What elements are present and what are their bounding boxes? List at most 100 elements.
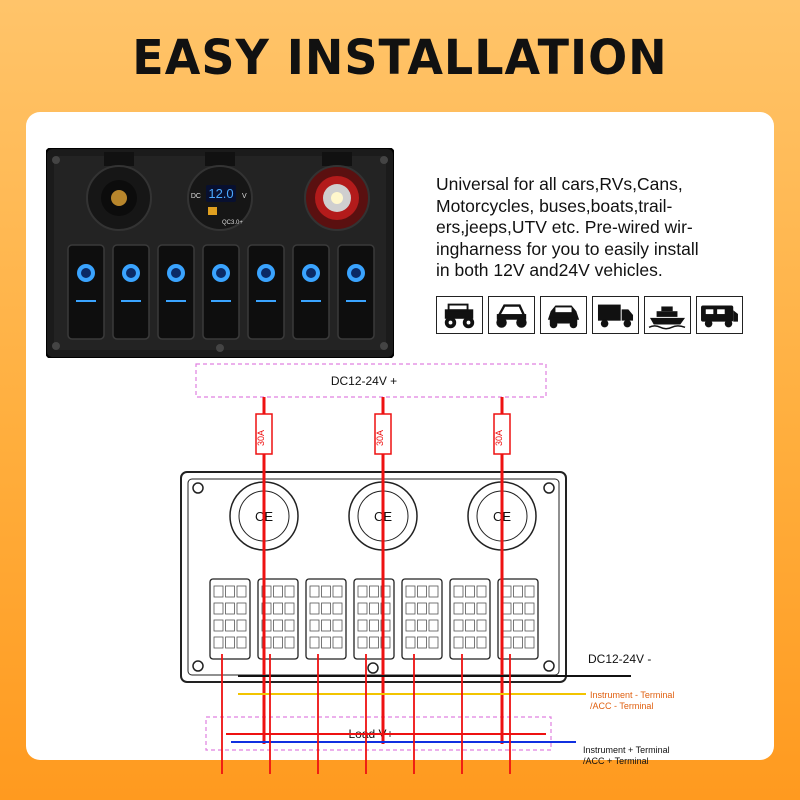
switch-pin: [380, 636, 391, 649]
switch-pin: [213, 585, 224, 598]
switch-pin: [261, 619, 272, 632]
switch-pin: [225, 619, 235, 632]
switch-pin: [332, 602, 343, 615]
switch-pin: [476, 636, 487, 649]
switch-pin: [357, 636, 368, 649]
switch-pin: [428, 619, 439, 632]
switch-module-outline: [497, 578, 539, 660]
switch-label-strip: [301, 300, 321, 302]
switch-indicator-core: [351, 268, 361, 278]
switch-pin: [465, 619, 475, 632]
switch-pin: [321, 585, 331, 598]
outline-screw: [192, 660, 204, 672]
switch-pin: [225, 636, 235, 649]
switch-label-strip: [121, 300, 141, 302]
switch-pin: [273, 585, 283, 598]
switch-pin: [465, 636, 475, 649]
switch-pin: [309, 585, 320, 598]
fuse-label: 30A: [375, 430, 385, 446]
switch-pin: [213, 602, 224, 615]
acc-negative-line2: /ACC - Terminal: [590, 701, 653, 711]
outline-screw: [543, 482, 555, 494]
panel-screw-tl: [52, 156, 60, 164]
boat-icon: [644, 296, 691, 334]
switch-pin: [225, 602, 235, 615]
switch-pin: [476, 585, 487, 598]
switch-indicator-core: [216, 268, 226, 278]
fuse-label: 30A: [256, 430, 266, 446]
switch-pin: [236, 619, 247, 632]
outline-screw: [192, 482, 204, 494]
switch-pin: [380, 602, 391, 615]
switch-pin: [428, 636, 439, 649]
switch-pin: [417, 636, 427, 649]
switch-pin: [332, 619, 343, 632]
switch-pin: [476, 602, 487, 615]
switch-pin: [225, 585, 235, 598]
switch-pin: [261, 585, 272, 598]
switch-pin: [513, 585, 523, 598]
switch-label-strip: [76, 300, 96, 302]
switch-pin: [357, 619, 368, 632]
switch-pin: [380, 585, 391, 598]
description-line: ingharness for you to easily install: [436, 238, 699, 259]
switch-pin: [369, 636, 379, 649]
outline-screw: [543, 660, 555, 672]
switch-pin: [380, 619, 391, 632]
switch-pin: [309, 619, 320, 632]
acc-negative-line1: Instrument - Terminal: [590, 690, 674, 700]
fuse: [493, 413, 511, 455]
cigarette-lighter: [304, 152, 370, 231]
description-line: Universal for all cars,RVs,Cans,: [436, 174, 683, 194]
switch-pin: [453, 602, 464, 615]
switch-pin: [213, 636, 224, 649]
switch-pin: [405, 636, 416, 649]
voltmeter-usb-module: 12.0 DC V QC3.0+: [187, 152, 253, 231]
switch-pin: [213, 619, 224, 632]
switch-indicator-core: [81, 268, 91, 278]
switch-pin: [273, 636, 283, 649]
switch-pin: [453, 619, 464, 632]
fuse: [374, 413, 392, 455]
switch-pin: [524, 602, 535, 615]
switch-pin: [236, 602, 247, 615]
switch-pin: [465, 602, 475, 615]
switch-indicator-core: [306, 268, 316, 278]
ground-label: DC12-24V -: [588, 652, 651, 666]
switch-pin: [524, 636, 535, 649]
panel-screw-tr: [380, 156, 388, 164]
switch-pin: [405, 602, 416, 615]
rocker-switch: [202, 244, 240, 340]
rocker-switch: [157, 244, 195, 340]
switch-indicator-core: [126, 268, 136, 278]
switch-pin: [261, 602, 272, 615]
switch-label-strip: [211, 300, 231, 302]
switch-label-strip: [256, 300, 276, 302]
power-socket-left: [86, 152, 152, 231]
switch-label-strip: [346, 300, 366, 302]
switch-indicator-core: [261, 268, 271, 278]
switch-pin: [369, 585, 379, 598]
description-line: in both 12V and24V vehicles.: [436, 260, 663, 280]
switch-pin: [417, 585, 427, 598]
switch-pin: [465, 585, 475, 598]
switch-pin: [357, 602, 368, 615]
headline: EASY INSTALLATION: [132, 28, 668, 86]
voltmeter-dc: DC: [191, 193, 201, 200]
switch-pin: [417, 619, 427, 632]
switch-pin: [332, 585, 343, 598]
usb-label: QC3.0+: [222, 220, 243, 226]
switch-pin: [369, 619, 379, 632]
switch-pin: [321, 619, 331, 632]
switch-module-outline: [209, 578, 251, 660]
vehicle-icon-row: [436, 296, 743, 334]
switch-pin: [513, 619, 523, 632]
switch-pin: [284, 636, 295, 649]
switch-pin: [236, 636, 247, 649]
switch-pin: [321, 636, 331, 649]
switch-pin: [513, 602, 523, 615]
panel-screw-bl: [52, 342, 60, 350]
switch-pin: [453, 636, 464, 649]
switch-pin: [476, 619, 487, 632]
